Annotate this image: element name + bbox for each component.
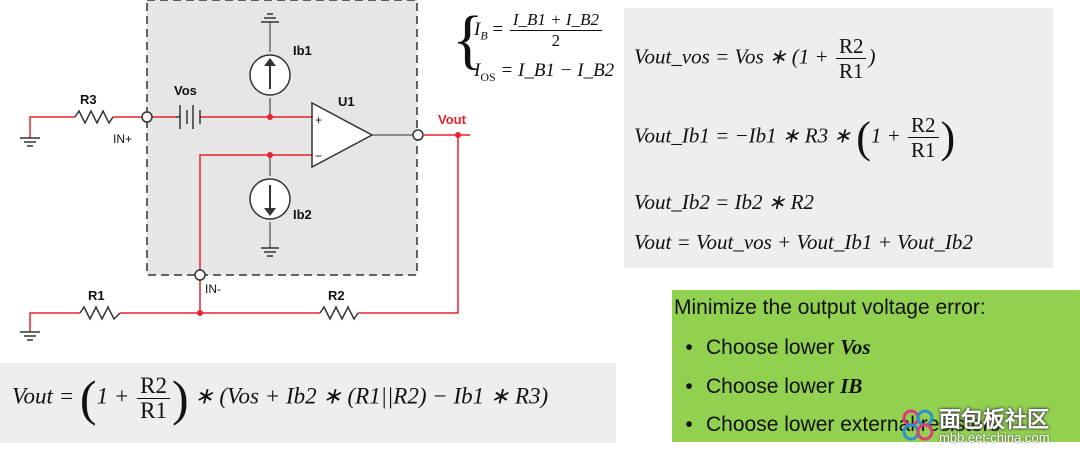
advice-item-vos: •Choose lower Vos xyxy=(685,335,871,359)
vout-ib2-equation: Vout_Ib2 = Ib2 ∗ R2 xyxy=(634,190,814,214)
red-wires xyxy=(29,116,470,332)
r1-resistor xyxy=(79,305,121,321)
vout-sum-equation: Vout = Vout_vos + Vout_Ib1 + Vout_Ib2 xyxy=(634,230,973,254)
ib2-label: Ib2 xyxy=(293,207,312,222)
opamp-plus-label: + xyxy=(315,113,322,127)
u1-label: U1 xyxy=(338,94,355,109)
ib2-current-source xyxy=(249,178,291,220)
advice-title: Minimize the output voltage error: xyxy=(674,296,986,319)
vos-label: Vos xyxy=(174,83,197,98)
ground-symbol xyxy=(261,13,279,23)
vos-battery xyxy=(176,105,201,129)
circuit-schematic: + − R3 Vos Ib1 U1 Vout IN+ Ib2 IN- R1 R2 xyxy=(20,0,470,341)
advice-item-ib: •Choose lower IB xyxy=(685,374,863,398)
r3-resistor xyxy=(74,109,114,125)
opamp-triangle xyxy=(311,101,374,169)
opamp-model-box xyxy=(146,0,418,276)
vout-label: Vout xyxy=(438,112,467,127)
watermark-url: mbb.eet-china.com xyxy=(939,430,1050,445)
ground-symbol xyxy=(20,137,40,147)
r2-label: R2 xyxy=(328,288,345,303)
in-minus-terminal xyxy=(194,269,206,281)
r2-resistor xyxy=(319,305,359,321)
ib1-current-source xyxy=(249,54,291,96)
in-plus-terminal xyxy=(141,111,153,123)
r3-label: R3 xyxy=(80,92,97,107)
advice-item-resistors: •Choose lower external resistors xyxy=(685,413,1001,436)
watermark-title: 面包板社区 xyxy=(939,407,1050,432)
advice-box: Minimize the output voltage error: •Choo… xyxy=(672,290,1080,442)
watermark: 面包板社区 mbb.eet-china.com xyxy=(895,400,1075,450)
ib1-label: Ib1 xyxy=(293,43,312,58)
ios-definition: IOS = I_B1 − I_B2 xyxy=(474,60,615,84)
r1-label: R1 xyxy=(88,288,105,303)
left-brace: { xyxy=(452,3,484,76)
junction-dots xyxy=(197,114,461,316)
ground-symbol xyxy=(261,247,279,257)
opamp-minus-label: − xyxy=(315,149,322,163)
ground-symbol xyxy=(20,331,40,341)
watermark-logo-icon xyxy=(902,409,934,441)
vout-terminal xyxy=(412,129,424,141)
internal-wires xyxy=(269,22,418,248)
in-plus-label: IN+ xyxy=(113,132,132,146)
in-minus-label: IN- xyxy=(205,282,221,296)
